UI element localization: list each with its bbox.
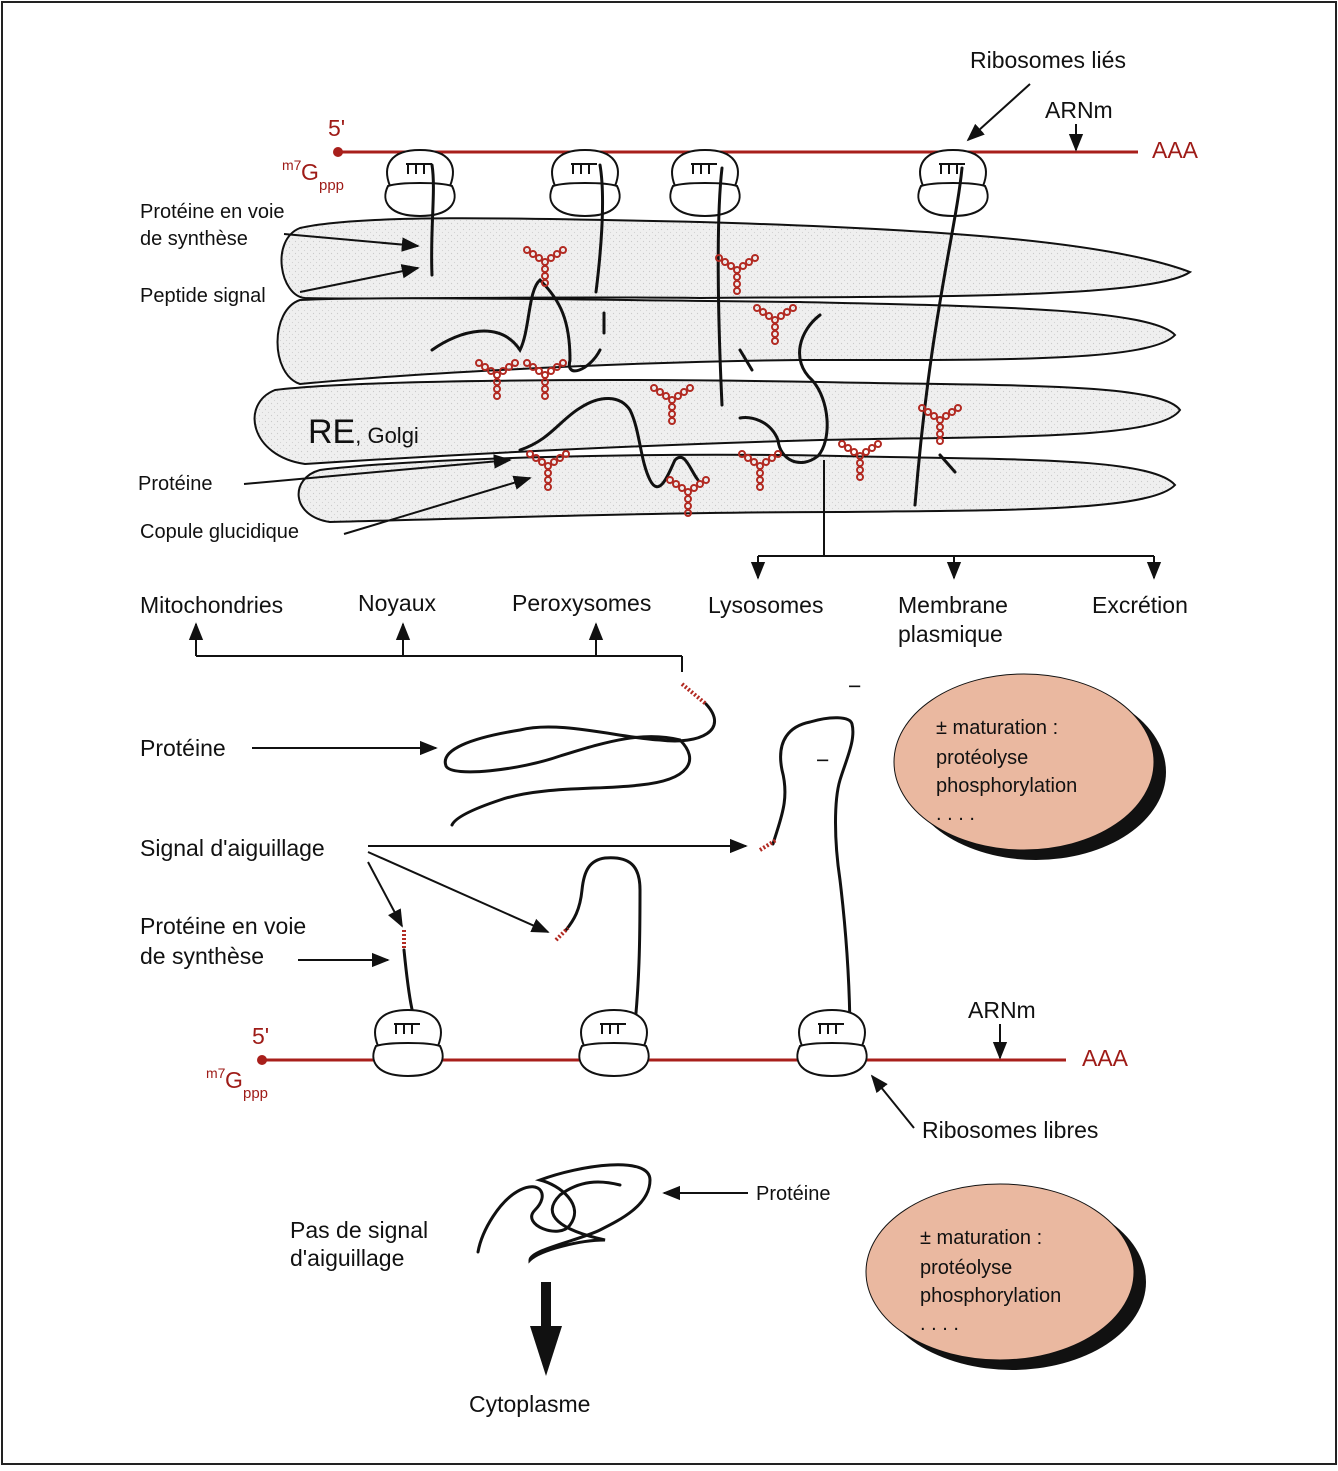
dest-noyaux: Noyaux [358, 590, 436, 616]
dest-membrane-1: Membrane [898, 592, 1008, 618]
ribosomes-libres-label: Ribosomes libres [922, 1117, 1098, 1143]
proteine-mid-label: Protéine [140, 735, 226, 761]
maturation-box-2: ± maturation : protéolyse phosphorylatio… [866, 1184, 1146, 1370]
maturation-1-line1: ± maturation : [936, 717, 1058, 739]
cap-m7-top: m7 [282, 157, 302, 173]
re-text: RE [308, 413, 355, 451]
maturation-2-line3: phosphorylation [920, 1285, 1061, 1307]
bound-ribosome [918, 150, 987, 216]
proteine-voie-label-2: de synthèse [140, 228, 248, 250]
maturation-2-line2: protéolyse [920, 1257, 1012, 1279]
bound-ribosome [550, 150, 619, 216]
proteine-er-label: Protéine [138, 473, 213, 495]
free-ribosome [797, 1010, 866, 1076]
ribosomes-libres-arrow [872, 1076, 914, 1128]
proteine-bottom-label: Protéine [756, 1183, 831, 1205]
signal-label: Signal d'aiguillage [140, 835, 325, 861]
cytoplasme-label: Cytoplasme [469, 1391, 590, 1417]
maturation-1-line2: protéolyse [936, 747, 1028, 769]
signal-arrows [368, 846, 746, 932]
free-ribosome [579, 1010, 648, 1076]
cap-ppp-bottom: ppp [243, 1085, 268, 1102]
dest-mitochondries: Mitochondries [140, 592, 283, 618]
pas-signal-label-2: d'aiguillage [290, 1245, 404, 1271]
dest-membrane-2: plasmique [898, 621, 1003, 647]
maturation-1-line4: . . . . [936, 803, 975, 825]
free-destination-branches [196, 624, 682, 672]
pas-signal-label-1: Pas de signal [290, 1217, 428, 1243]
minus-sign-1: − [848, 673, 861, 699]
poly-a-top: AAA [1152, 137, 1199, 163]
free-protein-chains [404, 704, 853, 1055]
copule-label: Copule glucidique [140, 521, 299, 543]
cap-m7-bottom: m7 [206, 1065, 226, 1081]
five-prime-bottom: 5' [252, 1023, 269, 1049]
cytoplasm-arrow [530, 1282, 562, 1376]
cap-dot-top [333, 147, 343, 157]
dest-peroxysomes: Peroxysomes [512, 590, 651, 616]
minus-sign-2: − [816, 747, 829, 773]
bound-ribosome [670, 150, 739, 216]
dest-excretion: Excrétion [1092, 592, 1188, 618]
proteine-voie-label-1: Protéine en voie [140, 201, 285, 223]
cap-g-top: G [301, 159, 319, 185]
peptide-signal-label: Peptide signal [140, 285, 266, 307]
cap-dot-bottom [257, 1055, 267, 1065]
proteine-voie-mid-2: de synthèse [140, 943, 264, 969]
maturation-2-line1: ± maturation : [920, 1227, 1042, 1249]
dest-lysosomes: Lysosomes [708, 592, 823, 618]
maturation-1-line3: phosphorylation [936, 775, 1077, 797]
cap-ppp-top: ppp [319, 177, 344, 194]
cytoplasmic-protein-chain [478, 1165, 650, 1260]
maturation-box-1: ± maturation : protéolyse phosphorylatio… [894, 674, 1166, 860]
ribosomes-lies-arrow [968, 84, 1030, 140]
arnm-bottom-label: ARNm [968, 997, 1036, 1023]
ribosomes-lies-label: Ribosomes liés [970, 47, 1126, 73]
five-prime-top: 5' [328, 115, 345, 141]
maturation-2-line4: . . . . [920, 1313, 959, 1335]
bound-ribosome [385, 150, 454, 216]
poly-a-bottom: AAA [1082, 1045, 1129, 1071]
free-ribosome [373, 1010, 442, 1076]
cap-g-bottom: G [225, 1067, 243, 1093]
golgi-text: , Golgi [355, 423, 419, 448]
proteine-voie-mid-1: Protéine en voie [140, 913, 306, 939]
arnm-top-label: ARNm [1045, 97, 1113, 123]
